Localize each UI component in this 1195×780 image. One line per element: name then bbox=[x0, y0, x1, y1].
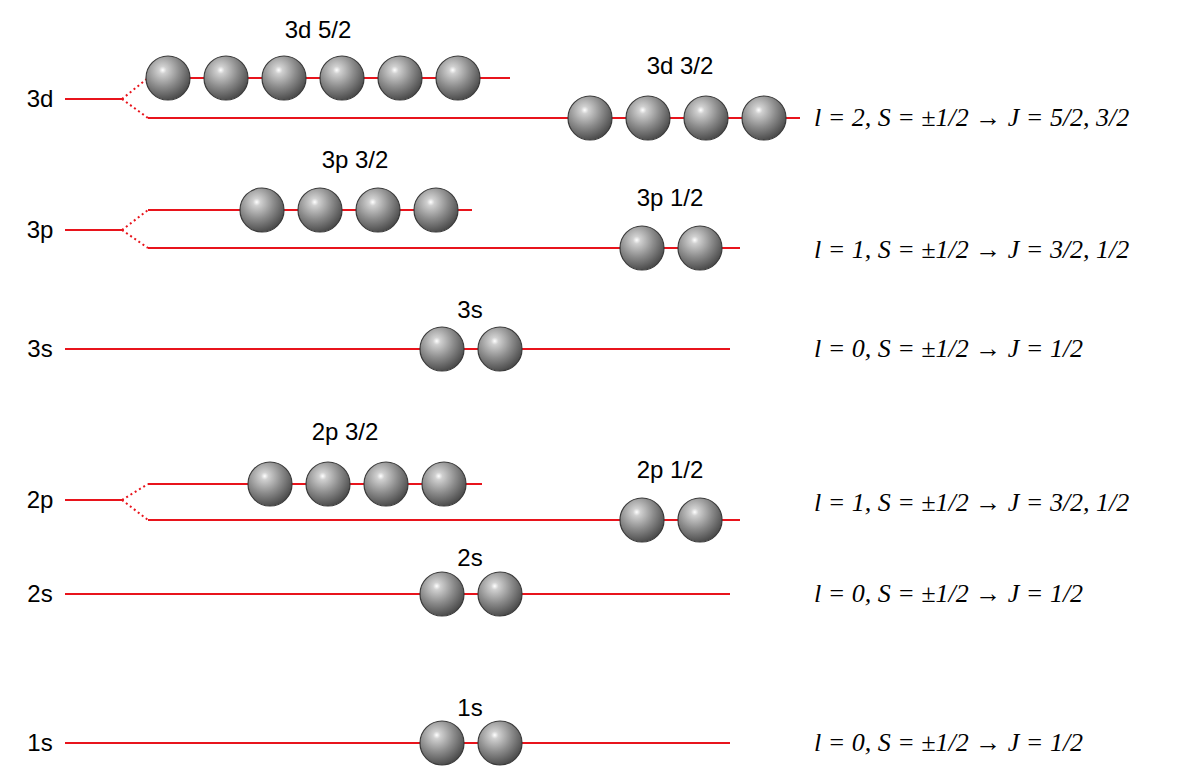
sublevel-label-holder: 3p 1/2 bbox=[637, 184, 704, 212]
level-label-holder: 3p bbox=[27, 216, 54, 244]
level-label-holder: 2p bbox=[27, 486, 54, 514]
quantum-numbers: l = 0, S = ±1/2 → J = 1/2 bbox=[812, 579, 1085, 609]
electron-ball bbox=[478, 572, 522, 616]
level-label: 1s bbox=[27, 729, 52, 757]
electron-ball bbox=[620, 226, 664, 270]
electron-ball bbox=[298, 188, 342, 232]
electron-ball bbox=[422, 462, 466, 506]
quantum-numbers-holder: l = 0, S = ±1/2 → J = 1/2 bbox=[812, 334, 1085, 364]
quantum-numbers-holder: l = 1, S = ±1/2 → J = 3/2, 1/2 bbox=[812, 235, 1131, 265]
energy-level-line bbox=[65, 742, 730, 744]
electron-ball bbox=[320, 56, 364, 100]
split-line bbox=[122, 230, 148, 248]
split-line bbox=[122, 78, 148, 99]
sublevel-label: 3s bbox=[457, 296, 482, 324]
sublevel-label: 1s bbox=[457, 694, 482, 722]
electron-ball bbox=[364, 462, 408, 506]
energy-level-line bbox=[65, 348, 730, 350]
electron-ball bbox=[378, 56, 422, 100]
level-label: 3s bbox=[27, 335, 52, 363]
quantum-numbers-holder: l = 1, S = ±1/2 → J = 3/2, 1/2 bbox=[812, 488, 1131, 518]
sublevel-label-holder: 2s bbox=[457, 544, 482, 572]
quantum-numbers: l = 1, S = ±1/2 → J = 3/2, 1/2 bbox=[812, 235, 1131, 265]
electron-ball bbox=[420, 327, 464, 371]
energy-level-line bbox=[65, 499, 122, 501]
level-label-holder: 3d bbox=[27, 85, 54, 113]
sublevel-label: 3p 3/2 bbox=[322, 146, 389, 174]
quantum-numbers-holder: l = 0, S = ±1/2 → J = 1/2 bbox=[812, 728, 1085, 758]
electron-ball bbox=[620, 498, 664, 542]
energy-level-line bbox=[65, 593, 730, 595]
electron-ball bbox=[478, 721, 522, 765]
sublevel-label: 2p 3/2 bbox=[312, 418, 379, 446]
electron-ball bbox=[240, 188, 284, 232]
quantum-numbers: l = 1, S = ±1/2 → J = 3/2, 1/2 bbox=[812, 488, 1131, 518]
electron-ball bbox=[678, 226, 722, 270]
quantum-numbers: l = 0, S = ±1/2 → J = 1/2 bbox=[812, 728, 1085, 758]
electron-ball bbox=[262, 56, 306, 100]
split-line bbox=[122, 99, 148, 118]
sublevel-label: 3d 5/2 bbox=[285, 16, 352, 44]
electron-ball bbox=[678, 498, 722, 542]
electron-ball bbox=[478, 327, 522, 371]
electron-ball bbox=[568, 96, 612, 140]
electron-ball bbox=[306, 462, 350, 506]
electron-ball bbox=[684, 96, 728, 140]
split-line bbox=[122, 484, 148, 500]
level-label-holder: 2s bbox=[27, 580, 52, 608]
electron-ball bbox=[626, 96, 670, 140]
energy-level-line bbox=[65, 98, 122, 100]
sublevel-label-holder: 3p 3/2 bbox=[322, 146, 389, 174]
split-line bbox=[122, 500, 148, 520]
energy-level-line bbox=[65, 229, 122, 231]
sublevel-label: 2p 1/2 bbox=[637, 456, 704, 484]
sublevel-label-holder: 3d 5/2 bbox=[285, 16, 352, 44]
electron-ball bbox=[420, 721, 464, 765]
electron-ball bbox=[146, 56, 190, 100]
electron-ball bbox=[436, 56, 480, 100]
quantum-numbers: l = 2, S = ±1/2 → J = 5/2, 3/2 bbox=[812, 103, 1131, 133]
electron-ball bbox=[248, 462, 292, 506]
electron-ball bbox=[204, 56, 248, 100]
quantum-numbers: l = 0, S = ±1/2 → J = 1/2 bbox=[812, 334, 1085, 364]
level-label-holder: 3s bbox=[27, 335, 52, 363]
electron-ball bbox=[414, 188, 458, 232]
sublevel-label: 3p 1/2 bbox=[637, 184, 704, 212]
electron-ball bbox=[356, 188, 400, 232]
sublevel-label: 3d 3/2 bbox=[647, 52, 714, 80]
sublevel-label-holder: 1s bbox=[457, 694, 482, 722]
sublevel-label-holder: 2p 1/2 bbox=[637, 456, 704, 484]
sublevel-label-holder: 2p 3/2 bbox=[312, 418, 379, 446]
electron-ball bbox=[742, 96, 786, 140]
quantum-numbers-holder: l = 0, S = ±1/2 → J = 1/2 bbox=[812, 579, 1085, 609]
sublevel-label: 2s bbox=[457, 544, 482, 572]
level-label: 3d bbox=[27, 85, 54, 113]
level-label: 2s bbox=[27, 580, 52, 608]
sublevel-label-holder: 3d 3/2 bbox=[647, 52, 714, 80]
electron-ball bbox=[420, 572, 464, 616]
level-label: 2p bbox=[27, 486, 54, 514]
quantum-numbers-holder: l = 2, S = ±1/2 → J = 5/2, 3/2 bbox=[812, 103, 1131, 133]
level-label: 3p bbox=[27, 216, 54, 244]
sublevel-label-holder: 3s bbox=[457, 296, 482, 324]
split-line bbox=[122, 210, 148, 230]
level-label-holder: 1s bbox=[27, 729, 52, 757]
